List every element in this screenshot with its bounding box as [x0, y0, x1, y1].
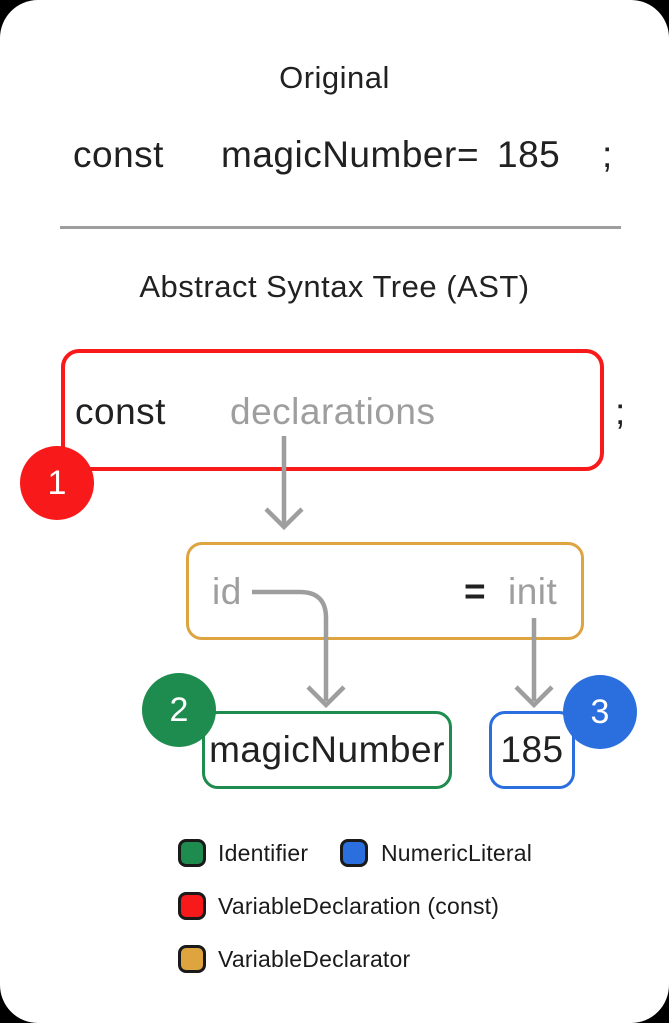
code-token-identifier: magicNumber — [221, 134, 457, 175]
legend-swatch-identifier — [178, 839, 206, 867]
legend-label-numeric-literal: NumericLiteral — [381, 840, 533, 866]
node-declarations-label: declarations — [230, 391, 436, 432]
node-id-label: id — [212, 571, 242, 612]
legend-swatch-variable-declaration — [178, 892, 206, 920]
badge-3: 3 — [563, 675, 637, 749]
legend-swatch-variable-declarator — [178, 945, 206, 973]
code-token-const: const — [73, 134, 164, 175]
ast-title: Abstract Syntax Tree (AST) — [139, 269, 530, 304]
legend-swatch-numeric-literal — [340, 839, 368, 867]
legend-label-variable-declaration: VariableDeclaration (const) — [218, 893, 500, 919]
node-equals: = — [464, 571, 487, 612]
section-divider — [60, 226, 621, 229]
legend-label-variable-declarator: VariableDeclarator — [218, 946, 411, 972]
node-variable-declaration — [61, 349, 604, 471]
numeric-literal-text: 185 — [500, 729, 564, 770]
node-numeric-literal: 185 — [489, 711, 575, 789]
original-title: Original — [279, 60, 390, 95]
code-token-number: 185 — [497, 134, 561, 175]
badge-2: 2 — [142, 673, 216, 747]
node-keyword-const: const — [75, 391, 166, 432]
legend-label-identifier: Identifier — [218, 840, 309, 866]
node-semicolon: ; — [615, 391, 626, 432]
node-init-label: init — [508, 571, 558, 612]
code-token-semicolon: ; — [602, 134, 613, 175]
code-token-equals: = — [457, 134, 480, 175]
identifier-text: magicNumber — [209, 729, 445, 770]
node-identifier: magicNumber — [202, 711, 452, 789]
badge-1: 1 — [20, 446, 94, 520]
